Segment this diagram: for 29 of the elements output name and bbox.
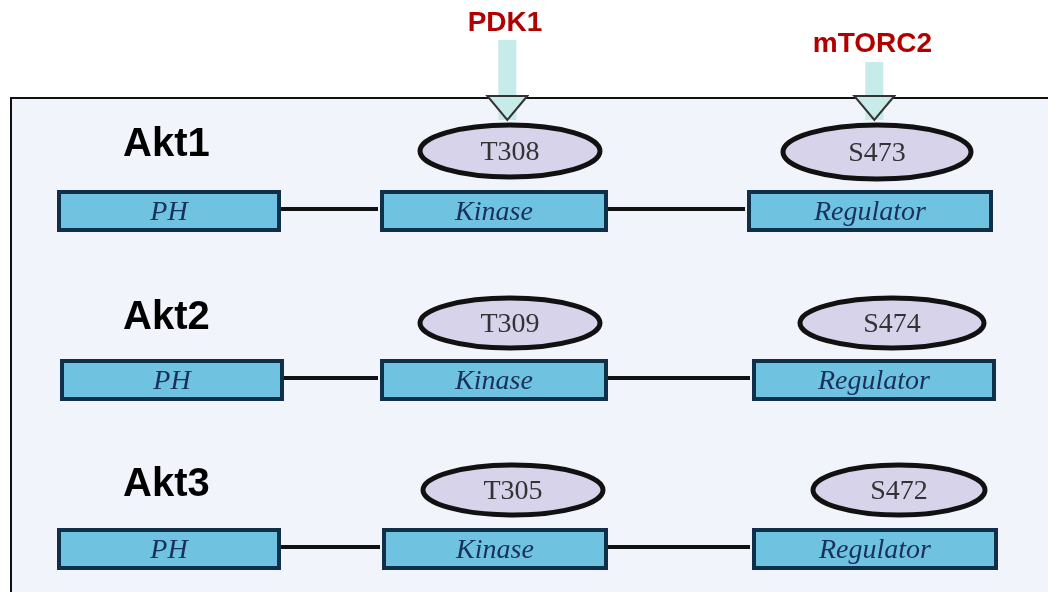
domain-box: Kinase — [380, 359, 608, 401]
linker-line — [279, 545, 380, 549]
block-arrow — [486, 40, 529, 121]
phosphosite-ellipse: T309 — [417, 295, 603, 351]
enzyme-label: mTORC2 — [795, 24, 950, 62]
domain-box: Regulator — [752, 359, 996, 401]
phosphosite-ellipse: S472 — [810, 462, 988, 518]
linker-line — [279, 207, 378, 211]
isoform-label: Akt3 — [123, 460, 210, 505]
isoform-label: Akt1 — [123, 120, 210, 165]
panel-background — [10, 97, 1048, 592]
domain-box: Kinase — [380, 190, 608, 232]
block-arrow — [853, 62, 896, 121]
linker-line — [606, 376, 750, 380]
isoform-label: Akt2 — [123, 293, 210, 338]
linker-line — [606, 207, 745, 211]
domain-box: Regulator — [747, 190, 993, 232]
phosphosite-ellipse: S474 — [797, 295, 987, 351]
linker-line — [606, 545, 750, 549]
enzyme-label: PDK1 — [455, 4, 555, 40]
domain-box: PH — [57, 528, 281, 570]
domain-box: Regulator — [752, 528, 998, 570]
phosphosite-ellipse: T308 — [417, 122, 603, 180]
domain-box: PH — [60, 359, 284, 401]
domain-box: PH — [57, 190, 281, 232]
phosphosite-ellipse: T305 — [420, 462, 606, 518]
linker-line — [282, 376, 378, 380]
domain-box: Kinase — [382, 528, 608, 570]
phosphosite-ellipse: S473 — [780, 122, 974, 182]
